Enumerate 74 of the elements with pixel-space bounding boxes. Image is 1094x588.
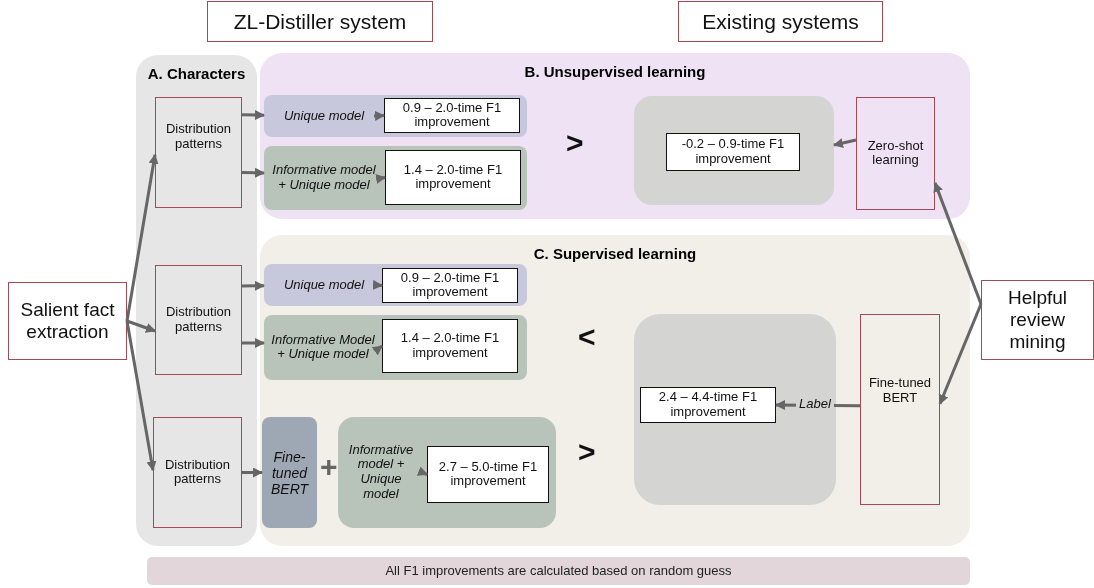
node-label: ZL-Distiller system (232, 9, 408, 34)
section-panel (136, 55, 257, 546)
result-text: 1.4 – 2.0-time F1 improvement (402, 162, 504, 193)
symbol-label: + (320, 450, 338, 484)
arrow (125, 320, 157, 472)
result-box (427, 446, 549, 503)
result-box (384, 98, 520, 133)
arrow (833, 138, 857, 148)
arrow (375, 174, 386, 184)
group-panel (634, 314, 836, 505)
group-panel (264, 146, 527, 210)
model-label: Informative model + Unique model (271, 163, 377, 193)
node-label: Fine-tuned BERT (269, 448, 310, 497)
node-label: Distribution patterns (164, 457, 231, 488)
node-label: Zero-shot learning (866, 138, 925, 169)
result-text: 2.7 – 5.0-time F1 improvement (437, 459, 539, 490)
text-box (678, 1, 883, 42)
group-panel (634, 96, 834, 205)
result-box (640, 387, 776, 423)
node-label: Distribution patterns (165, 305, 232, 335)
arrow (242, 467, 263, 478)
section-heading: B. Unsupervised learning (523, 63, 707, 80)
node-label: Fine-tuned BERT (867, 375, 933, 406)
footnote-bar (147, 557, 970, 585)
text-box (981, 280, 1094, 360)
group-panel (264, 315, 527, 380)
group-panel (264, 95, 527, 137)
model-label: Unique model (282, 277, 366, 293)
text-box (860, 314, 940, 505)
model-panel (262, 417, 317, 528)
arrow (371, 344, 383, 356)
arrow (241, 167, 265, 178)
arrow (933, 181, 983, 305)
node-label: Existing systems (701, 9, 860, 34)
symbol-label: < (578, 320, 596, 354)
arrow (125, 153, 159, 322)
text-box (8, 282, 127, 360)
model-label: Unique model (282, 108, 366, 124)
result-box (385, 150, 521, 205)
arrow (242, 280, 265, 291)
symbol-label: > (578, 435, 596, 469)
text-box (856, 97, 935, 210)
arrow (373, 110, 385, 121)
section-panel (260, 53, 970, 219)
section-heading: C. Supervised learning (532, 245, 698, 262)
result-box (382, 319, 518, 373)
result-text: 0.9 – 2.0-time F1 improvement (399, 270, 501, 301)
text-box (155, 97, 242, 208)
node-label: Helpful review mining (1006, 287, 1069, 353)
arrow (372, 279, 383, 290)
node-label: Salient fact extraction (19, 299, 116, 343)
result-box (666, 133, 800, 171)
arrow (241, 110, 265, 120)
section-panel (260, 235, 970, 546)
group-panel (338, 417, 556, 528)
node-label: Distribution patterns (165, 122, 232, 153)
text-box (153, 417, 242, 528)
result-text: 0.9 – 2.0-time F1 improvement (401, 100, 503, 131)
result-box (382, 268, 518, 303)
arrow (416, 466, 428, 476)
footnote-text: All F1 improvements are calculated based on random guess (384, 563, 733, 579)
text-box (155, 265, 242, 375)
result-text: 1.4 – 2.0-time F1 improvement (399, 331, 501, 361)
model-label: Informative model + Unique model (347, 442, 415, 503)
model-label: Informative Model + Unique model (270, 332, 376, 363)
symbol-label: > (566, 126, 584, 160)
arrow (938, 303, 983, 405)
result-text: -0.2 – 0.9-time F1 improvement (680, 137, 786, 167)
result-text: 2.4 – 4.4-time F1 improvement (657, 390, 759, 420)
group-panel (264, 264, 527, 306)
text-box (207, 1, 433, 42)
arrow (242, 338, 265, 348)
section-heading: A. Characters (146, 65, 247, 82)
arrow (126, 319, 156, 333)
